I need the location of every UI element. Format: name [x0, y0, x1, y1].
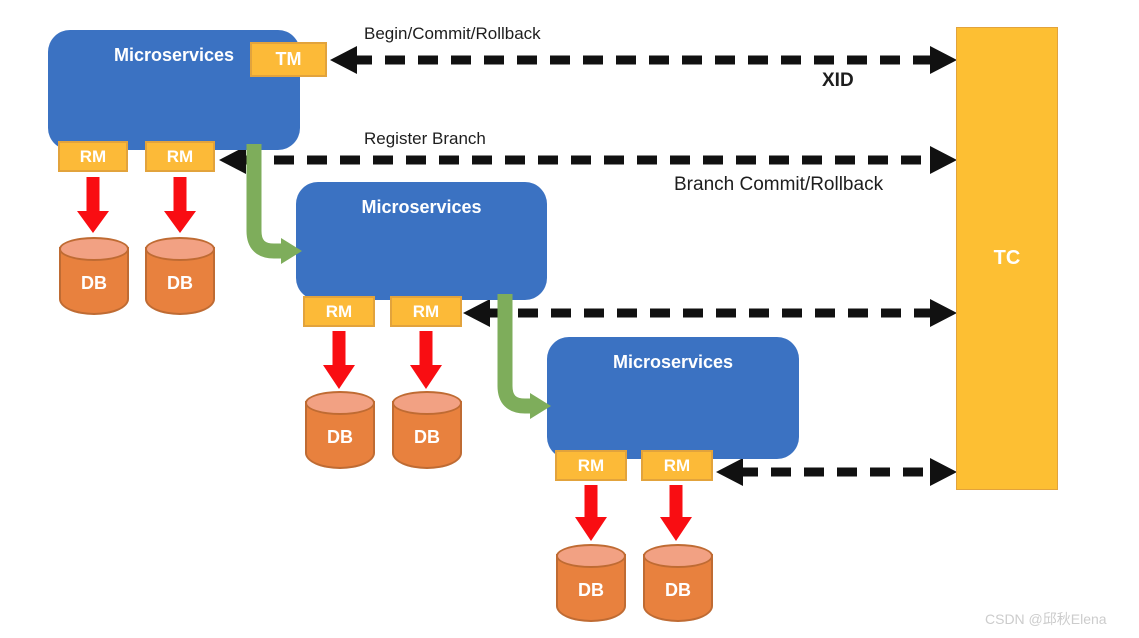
db-cylinder-3a: DB	[556, 544, 626, 624]
rm-label: RM	[663, 455, 691, 475]
label-begin-commit-rollback: Begin/Commit/Rollback	[364, 24, 541, 43]
green-arrowhead	[530, 393, 551, 419]
red-arrow-2b	[410, 331, 442, 389]
db-cylinder-1a: DB	[59, 237, 129, 317]
arrowhead-left	[716, 458, 743, 486]
rm-badge-1a: RM	[58, 141, 128, 172]
rm-badge-1b: RM	[145, 141, 215, 172]
db-cylinder-2b: DB	[392, 391, 462, 471]
label-branch-commit-rollback: Branch Commit/Rollback	[674, 174, 884, 195]
rm-badge-2b: RM	[390, 296, 462, 327]
microservice-1-label: Microservices	[113, 45, 235, 65]
green-elbow-path	[497, 294, 532, 414]
arrowhead-right	[930, 299, 957, 327]
red-arrow-1a	[77, 177, 109, 233]
red-arrow-1b	[164, 177, 196, 233]
microservice-3-label: Microservices	[612, 352, 734, 372]
dashed-arrow-ms2-tc	[463, 299, 957, 327]
arrowhead-left	[219, 146, 246, 174]
green-elbow-arrow-ms1-ms2	[246, 144, 302, 264]
rm-badge-2a: RM	[303, 296, 375, 327]
db-cylinder-top	[145, 237, 215, 261]
db-cylinder-1b: DB	[145, 237, 215, 317]
rm-label: RM	[79, 146, 107, 166]
green-elbow-path	[246, 144, 283, 259]
green-elbow-arrow-ms2-ms3	[497, 294, 551, 419]
db-label: DB	[414, 426, 440, 447]
rm-label: RM	[412, 301, 440, 321]
db-label: DB	[578, 579, 604, 600]
microservice-box-3: Microservices	[547, 337, 799, 459]
dashed-arrow-ms3-tc	[716, 458, 957, 486]
arrowhead-right	[930, 46, 957, 74]
db-cylinder-top	[392, 391, 462, 415]
tm-label: TM	[275, 49, 302, 69]
db-cylinder-top	[556, 544, 626, 568]
microservice-2-label: Microservices	[361, 197, 482, 217]
red-arrow-3a	[575, 485, 607, 541]
db-cylinder-2a: DB	[305, 391, 375, 471]
rm-badge-3b: RM	[641, 450, 713, 481]
tc-label: TC	[993, 247, 1021, 269]
label-register-branch: Register Branch	[364, 129, 486, 148]
red-arrow-3b	[660, 485, 692, 541]
rm-label: RM	[325, 301, 353, 321]
green-arrowhead	[281, 238, 302, 264]
red-arrow-2a	[323, 331, 355, 389]
db-cylinder-top	[643, 544, 713, 568]
arrowhead-right	[930, 458, 957, 486]
dashed-arrow-begin-commit-rollback	[330, 46, 957, 74]
rm-label: RM	[166, 146, 194, 166]
arrowhead-right	[930, 146, 957, 174]
microservice-box-2: Microservices	[296, 182, 547, 300]
db-label: DB	[81, 272, 107, 293]
tm-badge: TM	[250, 42, 327, 77]
rm-badge-3a: RM	[555, 450, 627, 481]
db-cylinder-body: DB	[145, 247, 215, 315]
watermark: CSDN @邱秋Elena	[985, 611, 1107, 627]
rm-label: RM	[577, 455, 605, 475]
arrowhead-left	[463, 299, 490, 327]
db-label: DB	[167, 272, 193, 293]
db-label: DB	[327, 426, 353, 447]
arrowhead-left	[330, 46, 357, 74]
db-cylinder-body: DB	[59, 247, 129, 315]
tc-box: TC	[956, 27, 1058, 490]
db-cylinder-3b: DB	[643, 544, 713, 624]
red-db-arrows	[77, 177, 692, 541]
db-label: DB	[665, 579, 691, 600]
db-cylinder-top	[59, 237, 129, 261]
db-cylinder-top	[305, 391, 375, 415]
dashed-arrow-register-branch	[219, 146, 957, 174]
label-xid: XID	[822, 70, 854, 91]
